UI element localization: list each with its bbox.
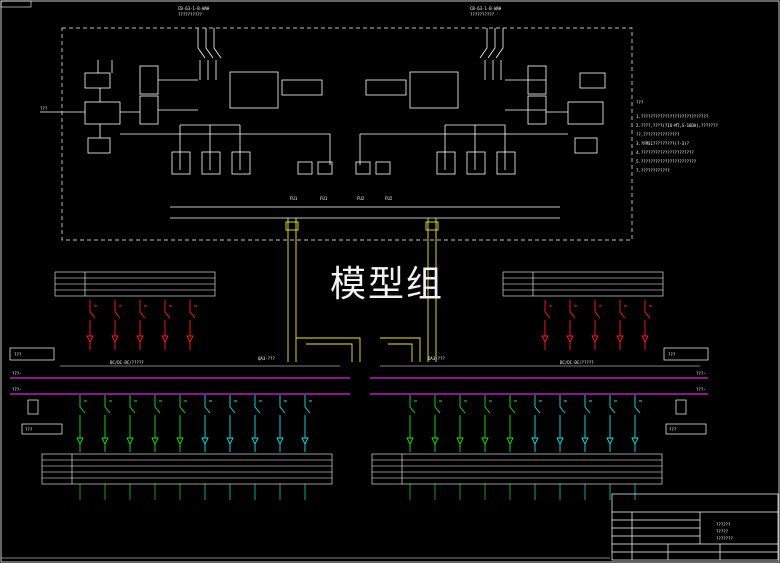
watermark: 模型组 — [330, 264, 444, 305]
incoming-table-right — [502, 271, 664, 297]
fuse-label-2: FU1 — [320, 196, 328, 201]
transformer-right-sub: ?????????? — [470, 12, 495, 17]
notes-title: ??? — [636, 100, 644, 105]
transformer-right — [479, 28, 504, 80]
incoming-feeder-right — [566, 300, 577, 350]
side-devices — [9, 347, 709, 435]
outgoing-feeder-left — [251, 395, 262, 452]
left-control-block — [40, 60, 560, 219]
outgoing-feeder-left — [101, 395, 112, 452]
outgoing-feeder-right — [531, 395, 542, 452]
tie-label-right: QA3-??? — [428, 356, 445, 361]
incoming-feeder-left — [186, 300, 197, 350]
outgoing-feeder-right — [631, 395, 642, 452]
bus-label-left-bottom: ???- — [12, 387, 22, 392]
outgoing-feeder-left — [276, 395, 287, 452]
busbar-name-right: DC/DC-DC/????? — [560, 360, 594, 365]
device-label-2: ??? — [668, 352, 676, 357]
outgoing-feeder-right — [481, 395, 492, 452]
transformer-left-sub: ?????????? — [178, 12, 203, 17]
device-label-1: ??? — [14, 352, 22, 357]
outgoing-feeder-right — [506, 395, 517, 452]
corner-tag — [0, 0, 32, 8]
cabinet-enclosure — [61, 27, 633, 241]
outgoing-feeder-right — [556, 395, 567, 452]
note-line: 7.???????????? — [636, 168, 670, 173]
transformer-left — [197, 28, 222, 80]
feeder-table-left — [41, 453, 333, 485]
left-voltage-label: ??? — [40, 106, 48, 111]
title-line-2: ????? — [716, 529, 729, 534]
device-label-3: ??? — [25, 427, 33, 432]
note-line: ??,??????????????? — [636, 132, 680, 137]
feeder-table-right — [371, 453, 663, 485]
outgoing-feeder-right — [406, 395, 417, 452]
fuse-label-3: FU2 — [357, 196, 365, 201]
incoming-table-left — [54, 271, 216, 297]
note-line: 2.????,????(?IU-MT,S-16OA),??????? — [636, 123, 718, 128]
incoming-feeder-right — [541, 300, 552, 350]
outgoing-feeder-left — [201, 395, 212, 452]
tie-label-left: QA3-??? — [258, 356, 275, 361]
transformer-right-code: CB-63-1-B-WAH — [470, 6, 502, 11]
outgoing-feeder-left — [126, 395, 137, 452]
transformer-left-code: CB-63-1-B-WAH — [178, 6, 210, 11]
outgoing-feeder-right — [581, 395, 592, 452]
title-block — [611, 493, 779, 561]
note-line: 3.?FMS1?????????(?-3)? — [636, 141, 690, 146]
note-line: 1.???????????????????????????? — [636, 114, 709, 119]
incoming-feeder-left — [136, 300, 147, 350]
bus-label-right-top: ???- — [696, 371, 706, 376]
outgoing-feeder-right — [431, 395, 442, 452]
fuse-label-4: FU2 — [385, 196, 393, 201]
title-line-1: ?????? — [716, 522, 731, 527]
fuse-label-1: FU1 — [290, 196, 298, 201]
notes-list: 1.???????????????????????????? 2.????,??… — [636, 114, 718, 173]
outgoing-feeder-right — [456, 395, 467, 452]
bus-label-left-top: ???- — [12, 371, 22, 376]
busbar-name-left: DC/DC-DC/????? — [110, 360, 144, 365]
device-label-4: ??? — [669, 427, 677, 432]
outgoing-feeder-left — [301, 395, 312, 452]
busbars — [10, 365, 708, 395]
note-line: 4.?????????????????????? — [636, 150, 694, 155]
incoming-feeder-left — [111, 300, 122, 350]
right-control-block — [355, 65, 606, 175]
title-line-3: ??????? — [716, 536, 733, 541]
feeder-group — [76, 300, 652, 500]
outgoing-feeder-right — [606, 395, 617, 452]
outgoing-feeder-left — [76, 395, 87, 452]
incoming-feeder-right — [616, 300, 627, 350]
incoming-feeder-left — [86, 300, 97, 350]
outgoing-feeder-left — [176, 395, 187, 452]
outgoing-feeder-left — [226, 395, 237, 452]
incoming-feeder-left — [161, 300, 172, 350]
bus-label-right-bottom: ???- — [696, 387, 706, 392]
incoming-feeder-right — [641, 300, 652, 350]
incoming-feeder-right — [591, 300, 602, 350]
note-line: 5.??????????????????????? — [636, 159, 697, 164]
outgoing-feeder-left — [151, 395, 162, 452]
tie-wiring — [285, 218, 439, 362]
